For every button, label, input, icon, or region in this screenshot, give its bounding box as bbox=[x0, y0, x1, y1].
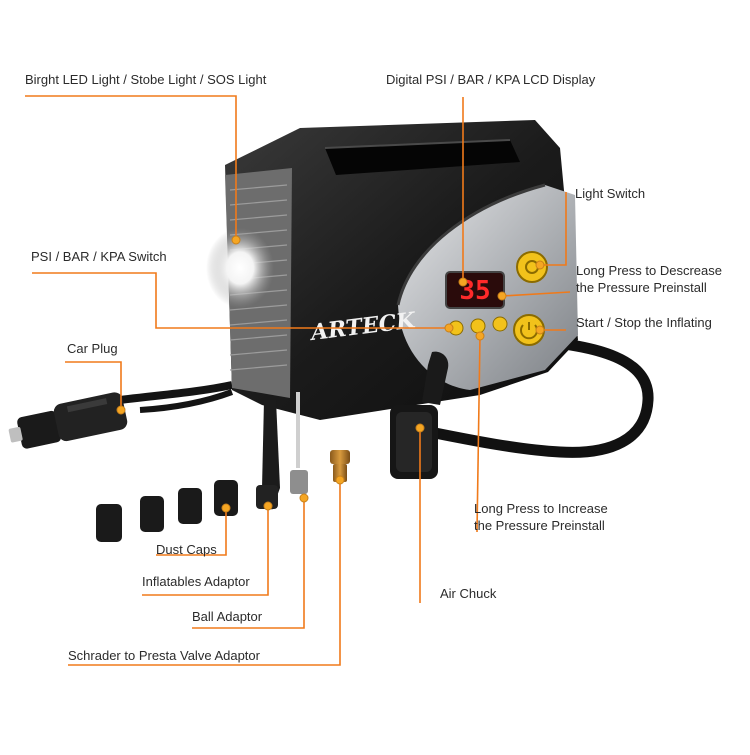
power-cord bbox=[119, 381, 233, 404]
ball-adaptor bbox=[290, 392, 308, 494]
callout-decrease-pressure: Long Press to Descrease the Pressure Pre… bbox=[576, 263, 722, 295]
callout-light-switch: Light Switch bbox=[575, 186, 646, 201]
air-hose bbox=[424, 334, 654, 458]
light-switch-button bbox=[516, 251, 548, 283]
increase-button bbox=[470, 318, 486, 334]
dust-caps bbox=[96, 480, 238, 542]
callout-dust-caps: Dust Caps bbox=[156, 542, 217, 557]
car-plug bbox=[8, 392, 128, 449]
callout-led-light: Birght LED Light / Stobe Light / SOS Lig… bbox=[25, 72, 267, 87]
leader-lines bbox=[25, 95, 571, 666]
callout-presta-adaptor: Schrader to Presta Valve Adaptor bbox=[68, 648, 260, 663]
callout-increase-pressure: Long Press to Increase the Pressure Prei… bbox=[474, 501, 608, 533]
callout-car-plug: Car Plug bbox=[67, 341, 118, 356]
callout-start-stop: Start / Stop the Inflating bbox=[576, 315, 712, 330]
inflatables-adaptor bbox=[256, 400, 280, 510]
callout-lcd-display: Digital PSI / BAR / KPA LCD Display bbox=[386, 72, 596, 87]
callout-psi-switch: PSI / BAR / KPA Switch bbox=[31, 249, 167, 264]
pointer-dots bbox=[116, 235, 545, 513]
decrease-button bbox=[492, 316, 508, 332]
air-chuck bbox=[390, 351, 449, 479]
callout-air-chuck: Air Chuck bbox=[440, 586, 497, 601]
callout-inflatables-adaptor: Inflatables Adaptor bbox=[142, 574, 250, 589]
compressor-body: 35 ARTECK bbox=[206, 120, 578, 420]
callout-ball-adaptor: Ball Adaptor bbox=[192, 609, 263, 624]
